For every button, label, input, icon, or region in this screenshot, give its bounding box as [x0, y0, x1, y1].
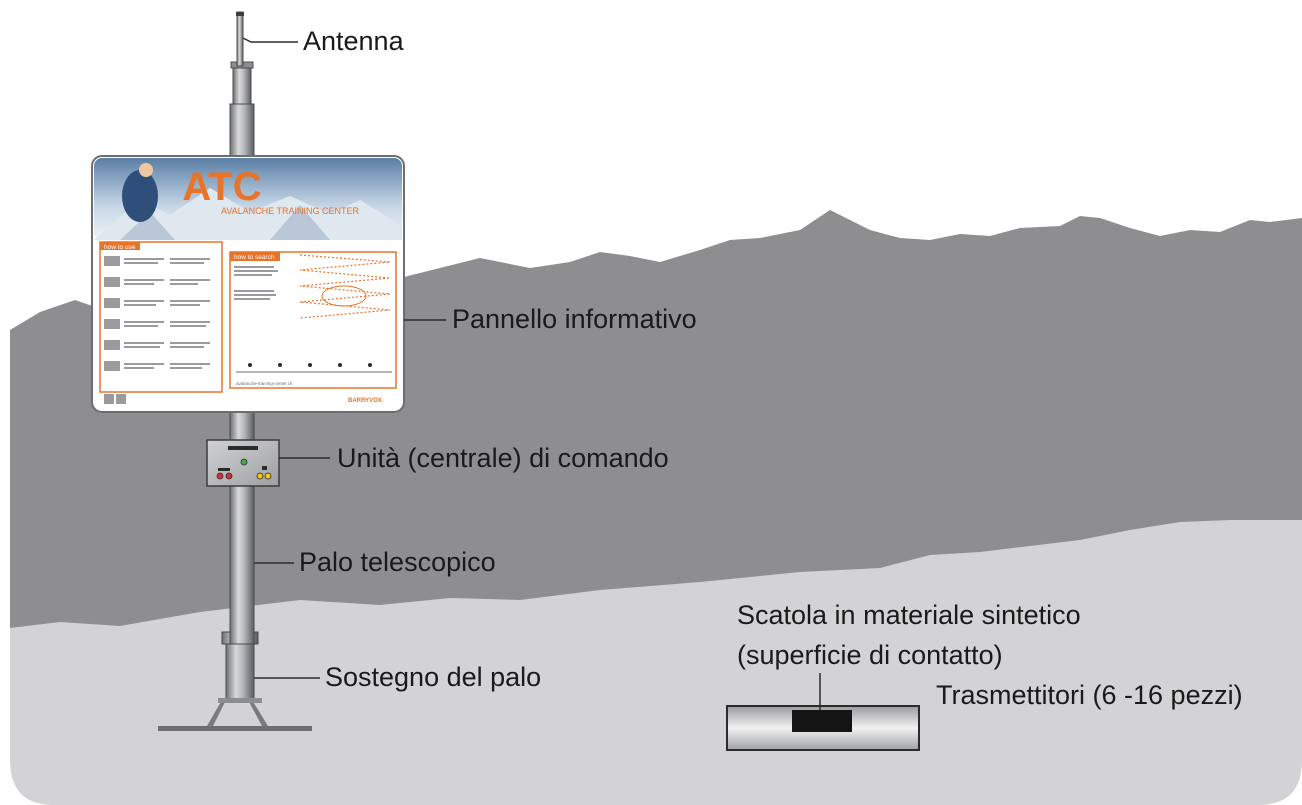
- plastic-box: [726, 705, 920, 751]
- antenna: [236, 11, 244, 67]
- information-panel: ATC AVALANCHE TRAINING CENTER how to use…: [91, 155, 405, 413]
- snow-ground: [10, 520, 1302, 805]
- sign-subtitle: AVALANCHE TRAINING CENTER: [221, 206, 360, 216]
- leader-lines: [242, 37, 821, 710]
- control-unit-label: Unità (centrale) di comando: [337, 443, 669, 473]
- plastic-box-label-line1: Scatola in materiale sintetico: [737, 600, 1081, 630]
- pole-support-label: Sostegno del palo: [325, 662, 542, 692]
- sign-brand: BARRYVOX: [348, 398, 382, 404]
- sign-website: avalanche-training-center.ch: [236, 381, 293, 386]
- plastic-box-label-line2: (superficie di contatto): [737, 640, 1003, 670]
- telescopic-pole-label: Palo telescopico: [299, 547, 496, 577]
- information-panel-label: Pannello informativo: [452, 304, 697, 334]
- transmitter: [792, 710, 852, 732]
- control-unit: [206, 439, 280, 487]
- sign-section-search: how to search: [234, 254, 275, 261]
- sign-logo: ATC: [182, 165, 261, 209]
- sign-section-use: how to use: [104, 244, 136, 251]
- transmitters-label: Trasmettitori (6 -16 pezzi): [936, 680, 1243, 710]
- antenna-label: Antenna: [303, 26, 404, 56]
